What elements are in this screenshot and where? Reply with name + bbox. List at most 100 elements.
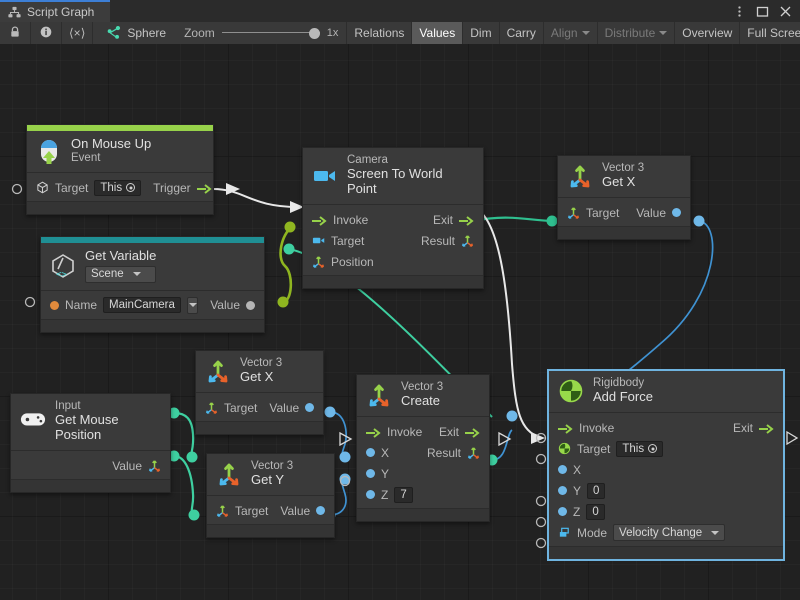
flow-out-icon[interactable]: [197, 183, 212, 193]
toolbar-button-carry[interactable]: Carry: [500, 22, 544, 44]
port-row-invoke[interactable]: Invoke Exit: [357, 421, 489, 442]
port-row-target[interactable]: Target This: [549, 438, 783, 459]
flow-out-icon[interactable]: [459, 215, 474, 225]
kebab-menu-icon[interactable]: [733, 5, 746, 18]
camera-port-icon[interactable]: [312, 234, 325, 247]
node-title: Get X: [240, 370, 282, 385]
port-row-target[interactable]: Target Result: [303, 230, 483, 251]
graph-object-chip[interactable]: Sphere: [93, 22, 176, 44]
value-output-pin[interactable]: [246, 301, 255, 310]
node-vector3-get-x-top[interactable]: Vector 3 Get X Target Value: [557, 155, 691, 240]
target-picker-icon[interactable]: [648, 444, 657, 453]
target-value-field[interactable]: This: [94, 180, 141, 196]
port-row-y[interactable]: Y: [357, 463, 489, 484]
flow-out-icon[interactable]: [759, 423, 774, 433]
node-titles: Vector 3 Create: [401, 381, 443, 409]
toolbar-button-relations[interactable]: Relations: [346, 22, 412, 44]
node-on-mouse-up[interactable]: On Mouse Up Event Target This: [26, 124, 214, 215]
x-input-pin[interactable]: [558, 465, 567, 474]
x-input-pin[interactable]: [366, 448, 375, 457]
zoom-slider-knob[interactable]: [309, 28, 320, 39]
port-row-x[interactable]: X: [549, 459, 783, 480]
port-row-value[interactable]: Value: [11, 455, 170, 476]
vector3-port-icon[interactable]: [461, 234, 474, 247]
node-title: Create: [401, 394, 443, 409]
node-get-variable[interactable]: <> Get Variable Scene Name MainCamera: [40, 236, 265, 333]
name-input-pin[interactable]: [50, 301, 59, 310]
code-view-button[interactable]: ⟨×⟩: [62, 22, 93, 44]
node-vector3-get-x-mid[interactable]: Vector 3 Get X Target Value: [195, 350, 324, 435]
target-value-field[interactable]: This: [616, 441, 663, 457]
zoom-control[interactable]: Zoom 1x: [176, 22, 346, 44]
y-input-pin[interactable]: [366, 469, 375, 478]
toolbar-button-values[interactable]: Values: [412, 22, 463, 44]
rigidbody-port-icon[interactable]: [558, 442, 571, 455]
port-row-target[interactable]: Target This Trigger: [27, 177, 213, 198]
port-row-position[interactable]: Position: [303, 251, 483, 272]
vector3-port-icon[interactable]: [205, 401, 218, 414]
node-rigidbody-add-force[interactable]: Rigidbody Add Force Invoke Exit: [548, 370, 784, 560]
port-row-z[interactable]: Z 7: [357, 484, 489, 505]
z-value-field[interactable]: 7: [394, 487, 412, 503]
node-header: On Mouse Up Event: [27, 131, 213, 172]
z-value-field[interactable]: 0: [586, 504, 604, 520]
zoom-slider[interactable]: [222, 22, 320, 44]
flow-out-icon[interactable]: [465, 427, 480, 437]
close-icon[interactable]: [779, 5, 792, 18]
variable-name-field[interactable]: MainCamera: [103, 297, 181, 313]
lock-button[interactable]: [0, 22, 31, 44]
variable-kind-value: Scene: [91, 268, 124, 281]
flow-in-icon[interactable]: [312, 215, 327, 225]
port-label-target: Target: [224, 401, 257, 415]
toolbar-button-full-screen[interactable]: Full Screen: [740, 22, 800, 44]
toolbar-button-distribute[interactable]: Distribute: [598, 22, 676, 44]
flow-in-icon[interactable]: [558, 423, 573, 433]
toolbar-button-dim[interactable]: Dim: [463, 22, 499, 44]
toolbar-button-overview[interactable]: Overview: [675, 22, 740, 44]
vector3-port-icon[interactable]: [216, 504, 229, 517]
port-row-target[interactable]: Target Value: [558, 202, 690, 223]
enum-icon[interactable]: [558, 526, 571, 539]
z-input-pin[interactable]: [558, 507, 567, 516]
port-label-y: Y: [573, 484, 581, 498]
maximize-icon[interactable]: [756, 5, 769, 18]
vector3-port-icon[interactable]: [467, 446, 480, 459]
node-input-get-mouse-position[interactable]: Input Get Mouse Position Value: [10, 393, 171, 493]
node-body: Target Value: [558, 197, 690, 226]
port-row-target[interactable]: Target Value: [196, 397, 323, 418]
node-camera-screen-to-world-point[interactable]: Camera Screen To World Point Invoke Exit: [302, 147, 484, 289]
node-vector3-create[interactable]: Vector 3 Create Invoke Exit: [356, 374, 490, 522]
value-output-pin[interactable]: [305, 403, 314, 412]
vector3-port-icon[interactable]: [312, 255, 325, 268]
variable-name-dropdown-button[interactable]: [187, 297, 198, 314]
flow-in-icon[interactable]: [366, 427, 381, 437]
graph-canvas[interactable]: On Mouse Up Event Target This: [0, 44, 800, 600]
value-output-pin[interactable]: [672, 208, 681, 217]
port-row-target[interactable]: Target Value: [207, 500, 334, 521]
toolbar-button-align[interactable]: Align: [544, 22, 598, 44]
port-row-invoke[interactable]: Invoke Exit: [549, 417, 783, 438]
port-row-y[interactable]: Y 0: [549, 480, 783, 501]
info-button[interactable]: [31, 22, 62, 44]
z-value-text: 7: [400, 489, 406, 501]
value-output-pin[interactable]: [316, 506, 325, 515]
z-input-pin[interactable]: [366, 490, 375, 499]
toolbar-button-carry-label: Carry: [507, 26, 536, 40]
variable-kind-dropdown[interactable]: Scene: [85, 266, 156, 283]
port-row-mode[interactable]: Mode Velocity Change: [549, 522, 783, 543]
port-row-x[interactable]: X Result: [357, 442, 489, 463]
vector3-port-icon[interactable]: [567, 206, 580, 219]
port-row-z[interactable]: Z 0: [549, 501, 783, 522]
port-row-invoke[interactable]: Invoke Exit: [303, 209, 483, 230]
target-picker-icon[interactable]: [126, 183, 135, 192]
y-input-pin[interactable]: [558, 486, 567, 495]
tab-script-graph[interactable]: Script Graph: [0, 0, 110, 22]
y-value-field[interactable]: 0: [587, 483, 605, 499]
vector3-port-icon[interactable]: [148, 459, 161, 472]
node-vector3-get-y[interactable]: Vector 3 Get Y Target Value: [206, 453, 335, 538]
node-header: Rigidbody Add Force: [549, 371, 783, 412]
toolbar: ⟨×⟩ Sphere Zoom 1x Relations: [0, 22, 800, 45]
node-header: Vector 3 Create: [357, 375, 489, 416]
mode-dropdown[interactable]: Velocity Change: [613, 524, 725, 541]
port-row-name[interactable]: Name MainCamera Value: [41, 295, 264, 316]
